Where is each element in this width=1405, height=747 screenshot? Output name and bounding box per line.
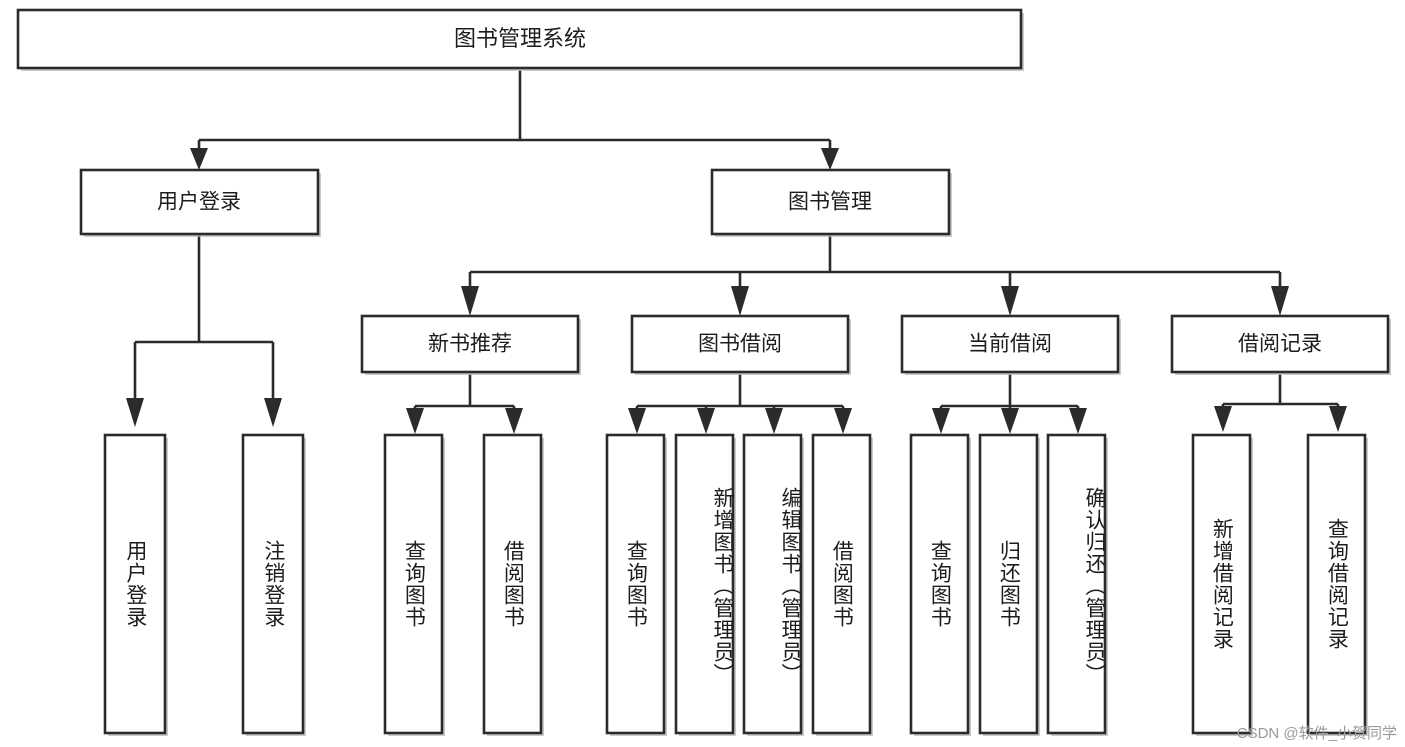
node-user-login-box[interactable]: [79, 168, 320, 236]
arrow-head-user-login: [190, 148, 208, 170]
arrow-head-bookborrow-edit: [765, 408, 783, 434]
arrow-head-borrow-record: [1271, 286, 1289, 316]
node-book-borrow-box[interactable]: [630, 314, 850, 374]
leaf-bookborrow-add-box[interactable]: [674, 433, 735, 735]
leaf-newbook-query-box[interactable]: [383, 433, 444, 735]
connector-layer: [126, 70, 1347, 434]
node-new-book-recommend-box[interactable]: [360, 314, 580, 374]
node-book-borrow-label: 图书借阅: [698, 333, 782, 356]
arrow-head-currentborrow-return: [1001, 408, 1019, 434]
arrow-head-leaf-logout: [264, 398, 282, 427]
leaf-currentborrow-query-box[interactable]: [909, 433, 970, 735]
leaf-logout-box[interactable]: [241, 433, 305, 735]
leaf-newbook-borrow-box[interactable]: [482, 433, 543, 735]
node-book-manage-box[interactable]: [710, 168, 951, 236]
leaf-bookborrow-query-box[interactable]: [605, 433, 666, 735]
arrow-head-current-borrow: [1001, 286, 1019, 316]
arrow-head-currentborrow-query: [932, 408, 950, 434]
arrow-head-bookborrow-lend: [834, 408, 852, 434]
arrow-head-new-book-recommend: [461, 286, 479, 316]
leaf-user-login-box[interactable]: [103, 433, 167, 735]
arrow-head-book-manage: [821, 148, 839, 170]
arrow-head-borrowrecord-query: [1329, 406, 1347, 432]
arrow-head-book-borrow: [731, 286, 749, 316]
arrow-head-leaf-user-login: [126, 398, 144, 427]
node-book-manage-label: 图书管理: [788, 191, 872, 214]
node-current-borrow-label: 当前借阅: [968, 333, 1052, 356]
node-current-borrow-box[interactable]: [900, 314, 1120, 374]
leaf-borrowrecord-add-box[interactable]: [1191, 433, 1252, 735]
arrow-head-borrowrecord-add: [1214, 406, 1232, 432]
arrow-head-bookborrow-add: [697, 408, 715, 434]
arrow-head-newbook-borrow: [505, 408, 523, 434]
node-new-book-recommend-label: 新书推荐: [428, 333, 512, 356]
node-user-login-label: 用户登录: [157, 191, 241, 214]
arrow-head-newbook-query: [406, 408, 424, 434]
leaf-borrowrecord-query-box[interactable]: [1306, 433, 1367, 735]
node-layer: 图书管理系统 用户登录 图书管理 新书推荐 图书借阅 当前借阅 借阅记录: [16, 8, 1391, 736]
leaf-currentborrow-return-box[interactable]: [978, 433, 1039, 735]
leaf-bookborrow-edit-box[interactable]: [742, 433, 803, 735]
node-borrow-record-box[interactable]: [1170, 314, 1390, 374]
csdn-watermark: CSDN @软件_小贺同学: [1236, 725, 1397, 742]
arrow-head-currentborrow-confirm: [1069, 408, 1087, 434]
node-root-box[interactable]: [16, 8, 1023, 70]
leaf-currentborrow-confirm-box[interactable]: [1046, 433, 1107, 735]
leaf-bookborrow-lend-box[interactable]: [811, 433, 872, 735]
arrow-head-bookborrow-query: [628, 408, 646, 434]
node-borrow-record-label: 借阅记录: [1238, 333, 1322, 356]
node-root-label: 图书管理系统: [454, 26, 586, 51]
